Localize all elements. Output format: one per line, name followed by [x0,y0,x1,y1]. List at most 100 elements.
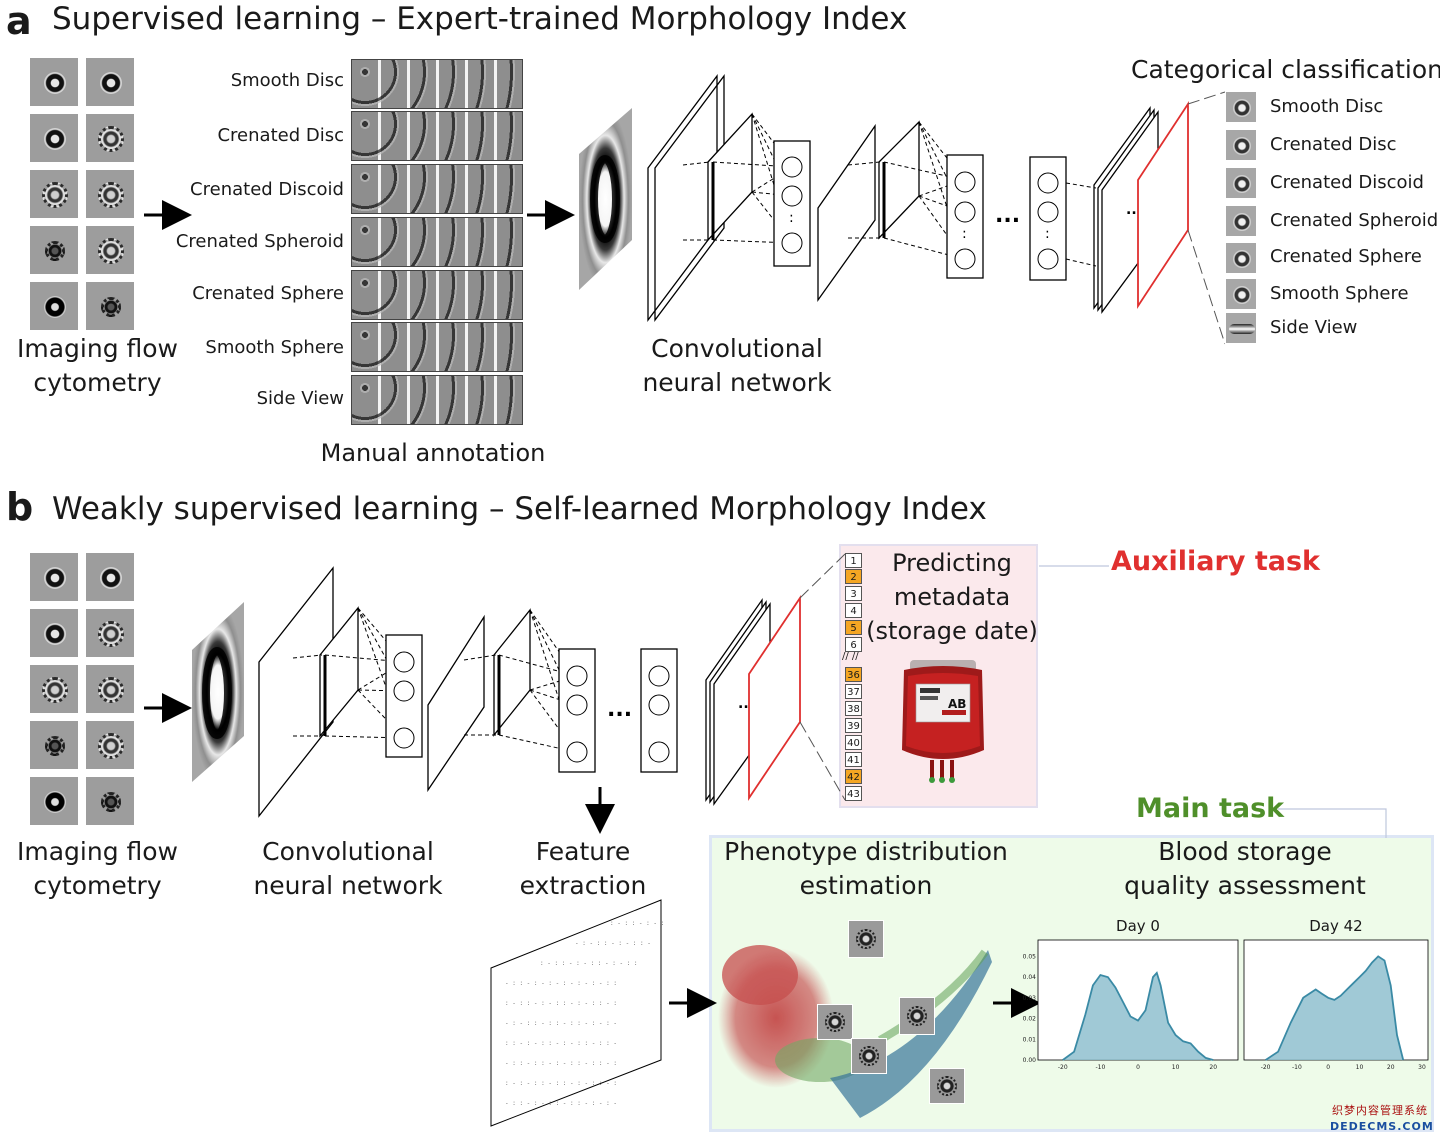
hist-line [1062,971,1214,1061]
x-tick-label: -20 [1261,1064,1271,1071]
annotation-class-label: Side View [256,388,344,409]
annotation-thumbnails [351,59,523,109]
annotation-thumbnails [351,217,523,267]
quality-label-2: quality assessment [1124,871,1366,900]
x-tick-label: 30 [1418,1064,1426,1071]
date-index-cell: 43 [845,786,862,801]
class-icon [1225,242,1257,274]
blood-type-label: AB [948,697,966,711]
date-index-cell: 41 [845,752,862,767]
panel-a-input-label-2: cytometry [33,368,162,397]
date-index-cell: 38 [845,701,862,716]
svg-text:- : - : : - : : - : : - : - :: - : - : : - : : - : : - : - : - [505,1020,617,1027]
cnn-layer [817,123,876,303]
cell-image [85,552,135,602]
cell-image [85,720,135,770]
main-task-label: Main task [1136,793,1285,824]
annotation-class-label: Crenated Sphere [192,283,344,304]
day42-title: Day 42 [1309,917,1363,935]
svg-text::: : [789,210,794,226]
output-class-label: Crenated Sphere [1270,246,1422,267]
output-class-label: Crenated Discoid [1270,172,1424,193]
class-icon [1225,205,1257,237]
output-title: Categorical classification [1131,55,1440,84]
date-index-cell: 36 [845,667,862,682]
cell-image [85,57,135,107]
x-tick-label: 10 [1356,1064,1364,1071]
cell-image [29,608,79,658]
cell-image [85,608,135,658]
cnn-layer [427,614,485,793]
hist-area [1265,956,1404,1060]
annotation-class-label: Crenated Disc [217,125,344,146]
cnn-layer [654,74,725,322]
annotation-thumbnails [351,111,523,161]
x-tick-label: -20 [1058,1064,1068,1071]
feature-matrix [490,899,662,1127]
svg-text:- : : - : - : - : - : - : - :: - : : - : - : - : - : - : - : : [505,980,617,987]
svg-text:- : - : : - : - : : -: - : - : : - : - : : - [575,940,651,947]
phenotype-scatter [718,945,992,1118]
cell-thumbnail [929,1068,965,1104]
ellipsis: ... [995,203,1020,228]
panel-b-letter: b [6,485,34,529]
output-class-label: Crenated Spheroid [1270,210,1439,231]
panel-b-cell-grid [29,552,139,827]
svg-text:: - : - : : - : : - : - : : -: : - : - : : - : : - : - : : - : [505,1080,617,1087]
panel-a-letter: a [6,0,32,43]
svg-text:- : : - : - : : - : : - : - :: - : : - : - : : - : : - : - : - [505,1100,617,1107]
day0-title: Day 0 [1116,917,1160,935]
cell-image [85,281,135,331]
ellipsis: ... [607,697,632,722]
phenotype-label-1: Phenotype distribution [724,837,1008,866]
annotation-class-label: Smooth Disc [230,70,344,91]
day0-histogram [1037,939,1239,1061]
storage-date-index: 1 2 3 4 5 6 // // 36 37 38 39 40 41 42 4… [842,553,862,803]
panel-a-cell-grid [29,57,139,332]
panel-b-cnn-label-1: Convolutional [262,837,434,866]
svg-text::: : [1045,226,1050,242]
watermark-line-2: DEDECMS.COM [1330,1120,1434,1133]
feature-label-1: Feature [535,837,631,866]
output-class-label: Smooth Disc [1270,96,1384,117]
input-image [192,602,244,782]
y-tick-label: 0.03 [1023,995,1037,1002]
date-index-cell: 4 [845,603,862,618]
panel-b-input-label-1: Imaging flow [16,837,178,866]
cell-image [29,664,79,714]
svg-text:- : : - : : - : - : : - : : -: - : : - : : - : - : : - : : - : [505,1060,617,1067]
x-tick-label: 20 [1209,1064,1217,1071]
date-index-cell: 5 [845,620,862,635]
annotation-class-label: Smooth Sphere [205,337,344,358]
annotation-thumbnails [351,270,523,320]
svg-text:: - : : - : - : : - : - : :: : - : : - : - : : - : - : : [540,960,638,967]
phenotype-label-2: estimation [799,871,933,900]
cnn-layer [258,566,334,818]
cell-image [29,281,79,331]
x-tick-label: -10 [1095,1064,1105,1071]
cell-image [29,225,79,275]
x-tick-label: 20 [1387,1064,1395,1071]
output-class-label: Smooth Sphere [1270,283,1409,304]
svg-text:: - : : - : - :: : - : : - : - : [610,920,664,927]
svg-text::: : [962,226,967,242]
class-icon [1225,312,1257,344]
x-tick-label: 10 [1172,1064,1180,1071]
cell-image [29,776,79,826]
date-index-break: // // [842,651,859,662]
aux-box-line-1: Predicting [892,549,1012,577]
date-index-cell: 37 [845,684,862,699]
cell-image [85,225,135,275]
cell-thumbnail [851,1038,887,1074]
date-index-cell: 6 [845,637,862,652]
quality-label-1: Blood storage [1158,837,1332,866]
cell-image [85,169,135,219]
cell-image [85,113,135,163]
cell-image [29,169,79,219]
date-index-cell: 40 [845,735,862,750]
feature-label-2: extraction [519,871,647,900]
output-legend: Smooth Disc Crenated Disc Crenated Disco… [1225,89,1439,349]
cell-image [29,57,79,107]
y-tick-label: 0.05 [1023,953,1037,960]
cell-image [29,113,79,163]
